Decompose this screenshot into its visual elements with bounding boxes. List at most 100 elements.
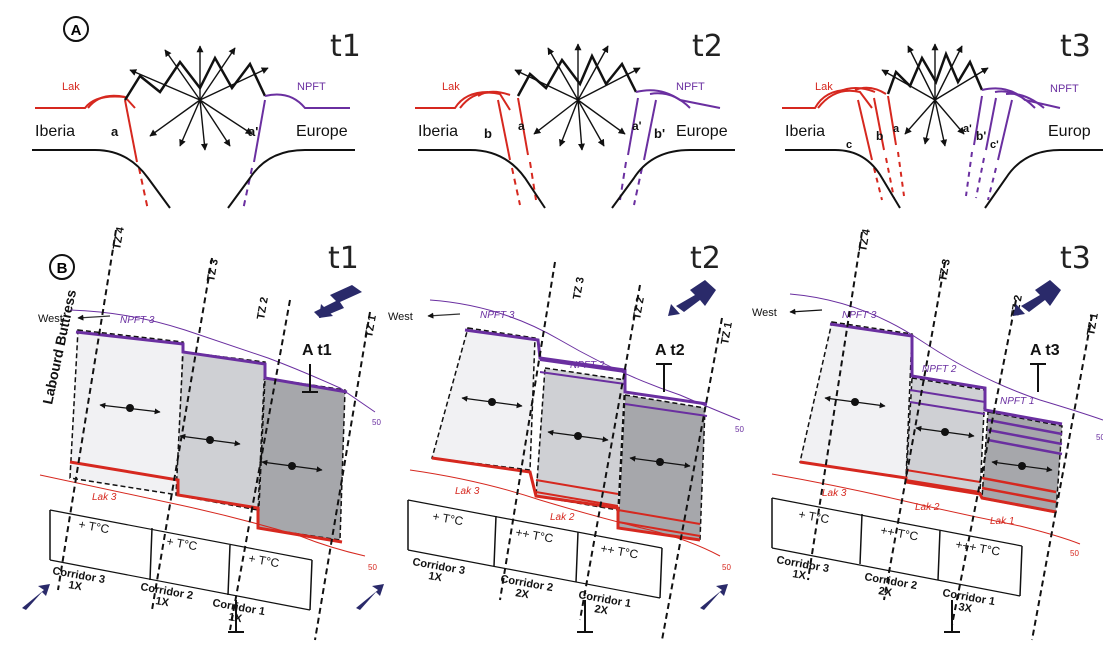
stretch-symbol xyxy=(461,395,523,409)
fault-a xyxy=(124,99,138,163)
west-label: West xyxy=(388,311,413,323)
fault-label-a: a xyxy=(518,119,525,133)
stretch-symbol xyxy=(547,429,609,443)
tz-label: TZ 3 xyxy=(571,276,587,300)
convergence-arrow xyxy=(1021,280,1061,312)
fault-label-a-prime: a' xyxy=(248,124,258,139)
fault-a-projection xyxy=(138,167,149,211)
section-label: A t2 xyxy=(655,342,685,359)
corridor-factor: 1X xyxy=(227,611,243,625)
tz-label: TZ 4 xyxy=(111,225,127,250)
west-arrow xyxy=(789,308,823,315)
tz-line xyxy=(807,231,863,581)
west-label: West xyxy=(752,307,777,319)
panel-b-letter: B xyxy=(57,260,68,277)
lak-wedge xyxy=(87,94,136,109)
corridor-factor: 2X xyxy=(593,603,609,617)
lak-label: Lak 3 xyxy=(92,492,117,503)
lak-label: Lak 2 xyxy=(550,512,575,523)
npft-label: NPFT 3 xyxy=(120,315,155,326)
convergence-arrow xyxy=(676,280,716,312)
npft-slices xyxy=(539,359,626,385)
fault-a-prime xyxy=(627,97,639,156)
corridor-factor: 2X xyxy=(877,585,893,599)
tz-line xyxy=(951,299,1017,626)
tz-line xyxy=(57,229,117,591)
moho-right xyxy=(611,149,735,209)
fault-b xyxy=(497,99,511,161)
convergence-arrow xyxy=(356,584,384,610)
west-arrow xyxy=(77,314,111,321)
west-arrow xyxy=(427,312,461,319)
contour-label: 50 xyxy=(735,425,744,434)
lak-label: Lak xyxy=(815,81,833,93)
lak-wedge-outer xyxy=(459,91,511,111)
corridor-temp: ++ T°C xyxy=(599,541,639,561)
panel-b-badge xyxy=(49,254,75,280)
panel-a: A t1 xyxy=(32,16,1103,211)
npft-label: NPFT 3 xyxy=(842,310,877,321)
corridor-3-block xyxy=(431,327,536,471)
npft-wedge-2 xyxy=(1005,92,1045,109)
moho-left xyxy=(785,149,901,209)
panel-a-frame-t2: t2 xyxy=(415,29,735,209)
stretch-symbol xyxy=(179,433,241,447)
lak-front xyxy=(799,460,1057,514)
npft-front xyxy=(829,322,1063,426)
tz-line xyxy=(1031,314,1093,641)
npft-label: NPFT 2 xyxy=(570,360,605,371)
time-label: t1 xyxy=(330,29,361,64)
time-label: t3 xyxy=(1060,29,1091,64)
panel-b: B t1 West Labourd Buttress NPFT 3 Lak 3 … xyxy=(22,225,1103,641)
corridor-table: + T°C ++ T°C +++ T°C Corridor 3 1X Corri… xyxy=(771,497,1023,615)
tz-line xyxy=(579,284,641,621)
stretch-symbol xyxy=(824,395,886,409)
corridor-factor: 2X xyxy=(514,587,530,601)
panel-a-badge xyxy=(63,16,89,42)
iberia-label: Iberia xyxy=(35,123,75,140)
fault-b-prime xyxy=(985,97,997,151)
extension-arrows xyxy=(514,43,641,151)
fault-label-c-prime: c' xyxy=(990,139,999,151)
contour-label: 50 xyxy=(372,418,381,427)
corridor-factor: 1X xyxy=(67,579,83,593)
fault-b-prime xyxy=(643,99,657,161)
convergence-arrow xyxy=(22,584,50,610)
europe-label: Europ xyxy=(1048,123,1091,140)
fault-label-a: a xyxy=(893,123,900,135)
moho-left xyxy=(32,149,171,209)
fault-a xyxy=(517,97,529,156)
fault-a-prime-projection xyxy=(242,167,253,211)
corridor-2-block xyxy=(175,351,266,511)
lak-slices xyxy=(535,479,619,507)
moho-right xyxy=(984,149,1103,209)
corridor-temp: + T°C xyxy=(247,551,280,570)
fault-a-prime-projection xyxy=(965,151,973,197)
fault-label-a: a xyxy=(111,124,119,139)
exhumed-surface xyxy=(516,53,638,97)
corridor-factor: 1X xyxy=(791,568,807,582)
contour-label: 50 xyxy=(368,563,377,572)
europe-label: Europe xyxy=(676,123,728,140)
time-label: t2 xyxy=(690,241,721,276)
panel-a-frame-t3: t3 xyxy=(782,29,1103,209)
fault-label-a-prime: a' xyxy=(632,119,642,133)
npft-front xyxy=(75,330,348,394)
panel-a-frame-t1: t1 Lak NPFT xyxy=(32,29,361,211)
lak-slices xyxy=(905,469,981,493)
section-label: A t1 xyxy=(302,342,332,359)
contour-label: 50 xyxy=(1096,433,1103,442)
tz-label: TZ 1 xyxy=(363,314,379,338)
europe-label: Europe xyxy=(296,123,348,140)
stretch-symbol xyxy=(261,459,323,473)
npft-trace xyxy=(69,309,376,413)
stretch-symbol xyxy=(991,459,1053,473)
fault-c-prime xyxy=(997,99,1013,161)
corridor-1-block xyxy=(257,377,346,541)
lak-trace xyxy=(39,474,366,557)
fault-b-projection xyxy=(885,157,895,199)
stretch-symbol xyxy=(629,455,691,469)
stretch-symbol xyxy=(915,425,975,439)
moho-right xyxy=(227,149,355,209)
contour-label: 50 xyxy=(1070,549,1079,558)
